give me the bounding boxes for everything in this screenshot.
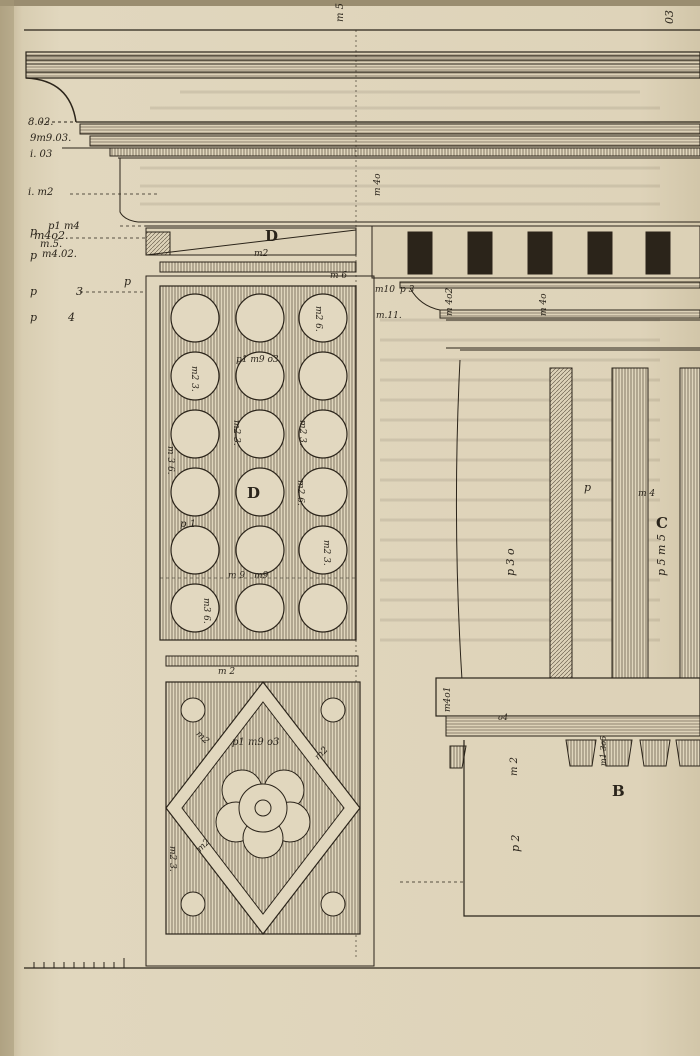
shaft-dim-4: p	[584, 481, 592, 494]
left-scale	[70, 193, 160, 293]
page-edge-shadow	[0, 0, 700, 6]
letter-d-entablature: D	[265, 227, 279, 245]
panel-label-m6: m 6	[330, 271, 348, 281]
gutter-shadow	[0, 0, 14, 1056]
letter-d-coffer: D	[247, 484, 261, 502]
coffer-dim-4: p1 m9 o3	[236, 355, 279, 365]
scale-left-p3: p	[30, 285, 38, 298]
coffer-dim-5: m2 3.	[321, 540, 331, 566]
lozenge-dim-1: m 2	[218, 667, 236, 677]
scale-left-6: m4o2.	[34, 229, 69, 242]
base-dim-1: m4o1	[443, 686, 453, 712]
scale-left-p4: p	[30, 311, 38, 324]
panel-label-m10: m10	[375, 285, 395, 295]
coffer-dim-6: m9	[254, 571, 269, 581]
base-dim-5: m1 3o5	[599, 735, 608, 766]
lozenge-dim-3: p1 m9 o3	[232, 737, 280, 748]
coffer-dim-7: m3 6.	[201, 598, 211, 624]
coffer-dim-1: m2 6.	[313, 306, 323, 332]
coffer-dim-3: m2 3.	[231, 420, 241, 446]
scale-left-p2: p	[30, 249, 38, 262]
cornice	[25, 51, 700, 227]
base-dim-4: p 2	[509, 834, 522, 852]
scale-left-7: m.5.	[40, 239, 63, 250]
column-base	[400, 677, 700, 917]
letter-b-base: B	[612, 782, 625, 800]
scale-left-3: i. 03	[30, 149, 53, 160]
lozenge-dim-6: m2 3.	[167, 846, 177, 872]
scale-top-m5: m 5	[335, 2, 346, 22]
panel-label-p3: p 3	[400, 285, 415, 295]
scale-left-mid-p: p	[124, 275, 132, 288]
base-dim-2: o4	[498, 713, 508, 722]
scale-left-1: 8.02.	[28, 117, 54, 128]
scale-left-2: 9m9.03.	[30, 133, 72, 144]
coffer-dim-10: p 1	[180, 519, 196, 530]
scale-top-right: 03	[663, 10, 676, 24]
shaft-dim-6: p 5 m 5	[655, 534, 668, 576]
coffer-dim-2: m2 3.	[189, 366, 199, 392]
panel-label-m40: m 4o	[373, 173, 383, 196]
letter-c-shaft: C	[656, 514, 668, 532]
coffer-dim-11: m 9	[228, 571, 246, 581]
coffer-dim-8: m2 3.	[297, 420, 307, 446]
bottom-ticks	[33, 958, 125, 968]
architrave-d	[145, 227, 374, 277]
shaft-dim-1: m 4o2	[445, 287, 455, 316]
coffer-dim-12: m 3 6.	[165, 446, 175, 475]
scale-left-9: 3	[76, 285, 83, 298]
scale-left-8: m4.02.	[42, 249, 77, 260]
column-shaft	[455, 359, 700, 681]
base-dim-3: m 2	[509, 756, 520, 776]
scale-left-4: i. m2	[28, 187, 54, 198]
panel-label-m2: m2	[254, 249, 269, 259]
panel-label-m11: m.11.	[376, 311, 402, 321]
rosette-ornament	[215, 769, 311, 859]
scale-left-5: p1 m4	[48, 221, 80, 232]
scale-left-p1: p	[30, 225, 38, 238]
shaft-dim-2: m 4o	[539, 293, 549, 316]
coffer-panel	[145, 275, 375, 967]
shaft-dim-3: p 3 o	[504, 548, 517, 576]
coffer-dim-9: m2 6.	[295, 480, 305, 506]
lozenge-panel	[165, 681, 361, 935]
frieze-dentils	[371, 225, 700, 351]
shaft-dim-5: m 4	[638, 489, 656, 499]
scale-left-10: 4	[68, 311, 75, 324]
